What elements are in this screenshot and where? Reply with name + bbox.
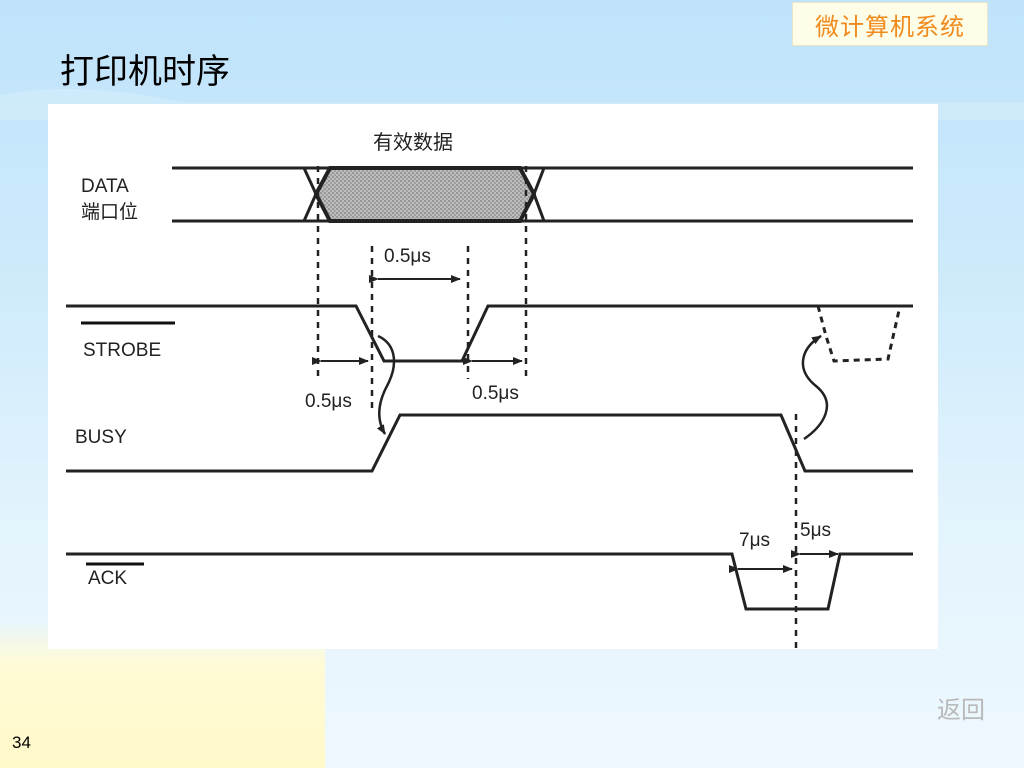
- strobe-next-pulse: [816, 305, 902, 363]
- ack-busy-time: 5μs: [800, 520, 831, 541]
- page-title: 打印机时序: [60, 52, 230, 92]
- hold-time-label: 0.5μs: [472, 383, 519, 404]
- data-signal-label: DATA: [81, 176, 129, 197]
- timing-diagram-svg: DATA 端口位 有效数据 STROBE BUSY ACK 0.5μs: [66, 131, 913, 649]
- setup-time-label: 0.5μs: [305, 391, 352, 412]
- page-number: 34: [12, 733, 31, 752]
- strobe-to-busy-arrow: [376, 334, 396, 435]
- course-badge: 微计算机系统: [792, 2, 988, 46]
- ack-width-time: 7μs: [739, 530, 770, 551]
- timing-diagram: DATA 端口位 有效数据 STROBE BUSY ACK 0.5μs: [48, 104, 938, 649]
- strobe-waveform: [66, 304, 913, 363]
- ack-waveform: [66, 552, 913, 611]
- data-bus-left-cross2: [302, 167, 318, 222]
- timing-guides: [316, 166, 798, 649]
- valid-data-label: 有效数据: [373, 131, 453, 154]
- valid-data-region: [313, 166, 537, 223]
- data-signal-sublabel: 端口位: [81, 201, 138, 223]
- data-bus-right: [520, 166, 913, 223]
- busy-signal-label: BUSY: [75, 427, 127, 448]
- back-link[interactable]: 返回: [937, 696, 985, 724]
- busy-waveform: [66, 413, 913, 473]
- ack-signal-label: ACK: [88, 568, 127, 589]
- strobe-signal-label: STROBE: [83, 340, 161, 361]
- data-bus-right-cross: [518, 167, 546, 222]
- busy-to-strobe-arrow: [801, 334, 829, 441]
- strobe-pulse-time: 0.5μs: [384, 246, 431, 267]
